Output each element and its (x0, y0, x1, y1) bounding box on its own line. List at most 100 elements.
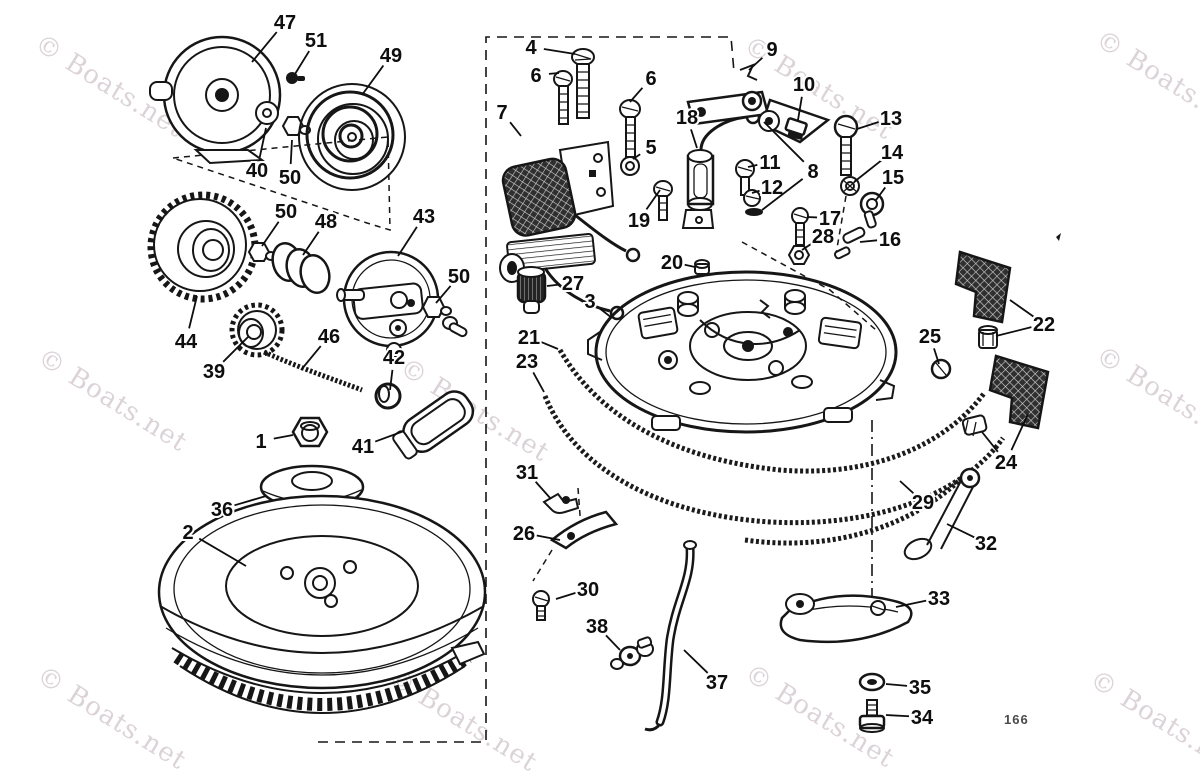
part-38-swivel-clamp (610, 636, 654, 670)
callout-line-29 (899, 480, 915, 494)
callout-1: 1 (255, 431, 266, 453)
callout-line-35 (885, 683, 908, 687)
callout-22: 22 (1033, 314, 1055, 336)
callout-line-47 (251, 31, 278, 63)
callout-21: 21 (518, 327, 540, 349)
page-number: 166 (1004, 712, 1029, 727)
callout-line-8 (763, 121, 805, 163)
callout-line-36 (234, 495, 267, 507)
callout-line-50 (289, 139, 293, 165)
callout-18: 18 (676, 107, 698, 129)
part-43-pulley-hub (336, 250, 440, 358)
callout-line-41 (374, 430, 405, 443)
callout-46: 46 (318, 326, 340, 348)
callout-line-15 (875, 186, 886, 201)
callout-line-37 (683, 649, 709, 674)
callout-47: 47 (274, 12, 296, 34)
part-28-nut (787, 245, 811, 265)
part-20-terminal-cap (694, 259, 710, 275)
part-39-pinion-gear (229, 302, 285, 358)
part-33-cam-plate (779, 593, 913, 644)
callout-line-26 (536, 534, 561, 541)
callout-line-3 (599, 308, 613, 319)
part-18-condenser (681, 109, 761, 229)
callout-3: 3 (584, 291, 595, 313)
callout-line-25 (933, 348, 940, 365)
part-2-flywheel (157, 494, 487, 714)
part-19-screw (653, 180, 673, 221)
dashed-boundary-main (318, 36, 735, 743)
diagram-artwork (147, 35, 1061, 743)
callout-line-9 (748, 57, 764, 71)
part-17-screw (791, 207, 809, 246)
callout-line-50 (261, 221, 280, 247)
callout-line-50 (435, 285, 452, 304)
part-7-ignition-coil (499, 140, 641, 321)
dashed-leader-bracket26 (532, 549, 553, 582)
callout-line-7 (509, 121, 522, 137)
part-11-screw (735, 159, 755, 196)
callout-14: 14 (881, 142, 904, 164)
part-1-hex-nut (291, 416, 329, 448)
stray-mark (1056, 233, 1061, 241)
watermark: © Boats.net (32, 342, 192, 458)
callout-40: 40 (246, 160, 268, 182)
part-50-nut-c (421, 296, 468, 338)
callout-line-34 (885, 714, 910, 718)
callout-line-42 (389, 369, 394, 391)
callout-line-12 (751, 189, 760, 194)
callout-39: 39 (203, 361, 225, 383)
callout-line-32 (946, 523, 975, 539)
callout-48: 48 (315, 211, 337, 233)
part-13-bolt (833, 114, 859, 176)
callout-line-22 (995, 326, 1032, 337)
part-32-lever-bracket (903, 467, 981, 561)
part-49-recoil-spring (298, 83, 406, 191)
part-15-grommet (859, 191, 885, 229)
part-31-clip (542, 492, 580, 514)
callout-line-24 (981, 431, 999, 453)
callout-2: 2 (182, 522, 193, 544)
part-6-screw-a (553, 70, 573, 125)
part-8-breaker-points (686, 90, 831, 144)
dashed-box-starter-spring (172, 136, 391, 232)
part-10-retainer-clip (784, 117, 808, 137)
part-6-screw-b (619, 99, 641, 158)
callout-32: 32 (975, 533, 997, 555)
part-27-knurled-cap (516, 266, 547, 314)
callout-line-6 (629, 87, 644, 103)
part-42-bushing (374, 319, 407, 410)
callout-line-13 (856, 121, 879, 130)
callout-line-20 (684, 263, 696, 268)
callout-11: 11 (759, 152, 780, 174)
callout-34: 34 (911, 707, 934, 729)
callout-line-10 (797, 96, 803, 121)
part-9-spring-clip (739, 63, 758, 81)
part-16-pin (834, 226, 866, 260)
callout-line-19 (645, 189, 661, 210)
callout-line-16 (859, 239, 878, 243)
callout-8: 8 (807, 161, 818, 183)
callout-line-8 (761, 178, 804, 211)
callout-6: 6 (645, 68, 656, 90)
part-34-bolt (858, 699, 886, 733)
callout-30: 30 (577, 579, 599, 601)
callout-line-18 (690, 129, 698, 149)
part-29-lead-wire (744, 476, 964, 546)
part-35-washer (858, 672, 886, 692)
callout-26: 26 (513, 523, 535, 545)
callout-10: 10 (793, 74, 815, 96)
part-25-grommet (930, 358, 952, 380)
dashed-leader-nut14 (835, 195, 847, 255)
callout-line-1 (273, 434, 294, 440)
callout-38: 38 (586, 616, 608, 638)
callout-33: 33 (928, 588, 950, 610)
part-40-washer (255, 101, 279, 125)
callout-23: 23 (516, 351, 538, 373)
part-47-starter-pulley (149, 35, 282, 165)
callout-line-2 (198, 537, 247, 567)
watermark: © Boats.net (31, 660, 191, 774)
callout-line-33 (895, 599, 927, 608)
